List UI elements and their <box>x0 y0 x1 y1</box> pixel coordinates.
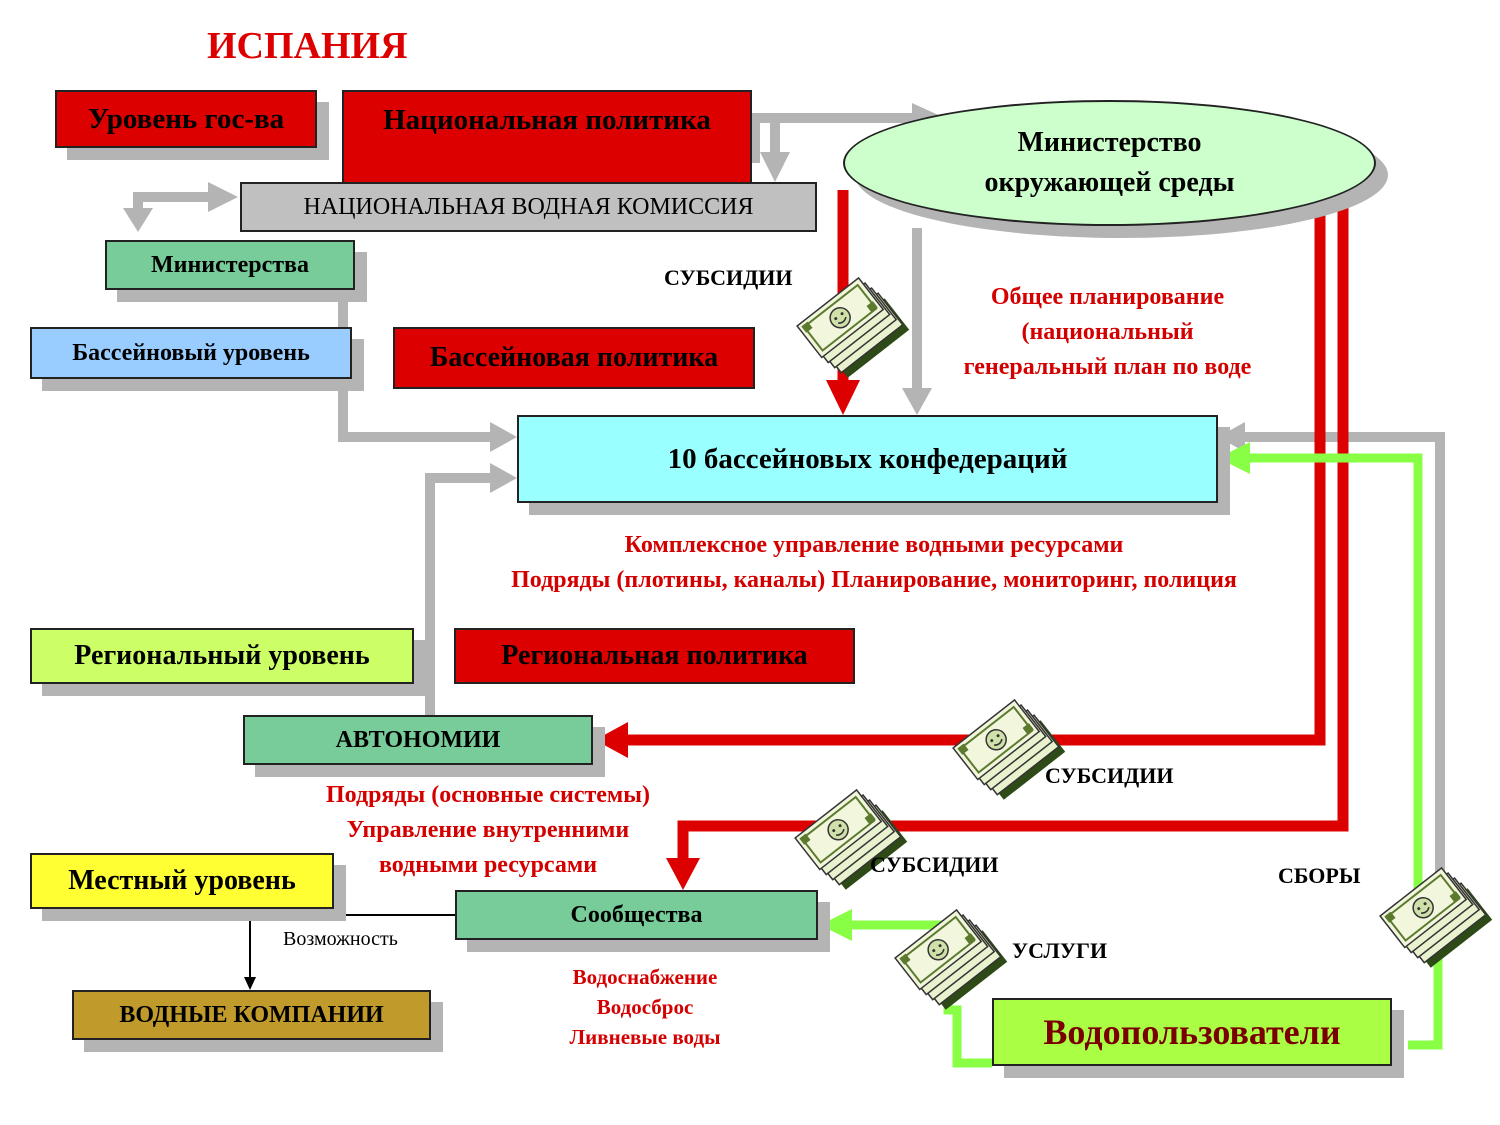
communities-box: Сообщества <box>455 890 818 940</box>
autonomies-note: Подряды (основные системы) Управление вн… <box>288 778 688 883</box>
water-companies-box: ВОДНЫЕ КОМПАНИИ <box>72 990 431 1040</box>
grey-arrowhead <box>123 208 153 232</box>
grey-arrowhead <box>208 182 238 212</box>
page-title: ИСПАНИЯ <box>207 25 408 67</box>
communities-note-line: Водоснабжение <box>572 965 718 989</box>
grey-flow-fees-to-confed <box>1242 432 1445 890</box>
red-flow-ministry-to-autonomies <box>625 213 1326 746</box>
confederations-note-line: Комплексное управление водными ресурсами <box>624 532 1124 558</box>
green-flow-users-to-communities <box>848 920 992 1068</box>
red-arrowhead <box>826 380 860 415</box>
red-flow-ministry-to-communities <box>677 203 1349 862</box>
confederations-note: Комплексное управление водными ресурсами… <box>434 528 1314 598</box>
autonomies-note-line: водными ресурсами <box>378 852 598 878</box>
regional-policy-box: Региональная политика <box>454 628 855 684</box>
planning-note: Общее планирование (национальный генерал… <box>925 280 1290 385</box>
level-regional-box: Региональный уровень <box>30 628 414 684</box>
planning-note-line: (национальный <box>1021 319 1194 345</box>
planning-note-line: Общее планирование <box>990 284 1225 310</box>
planning-note-line: генеральный план по воде <box>963 354 1252 380</box>
level-state-box: Уровень гос-ва <box>55 90 317 148</box>
subsidies-label-top: СУБСИДИИ <box>664 265 793 290</box>
money-stack-icon <box>796 272 911 384</box>
ministry-environment-ellipse: Министерство окружающей среды <box>843 100 1376 226</box>
services-label: УСЛУГИ <box>1012 938 1108 963</box>
money-stack-icon <box>794 784 909 896</box>
grey-arrowhead <box>490 422 517 452</box>
grey-flow-national-to-ministry <box>750 113 915 163</box>
communities-note-line: Ливневые воды <box>569 1025 721 1049</box>
water-users-box: Водопользователи <box>992 998 1392 1066</box>
fees-label: СБОРЫ <box>1278 863 1361 888</box>
communities-note-line: Водосброс <box>596 995 694 1019</box>
basin-confederations-box: 10 бассейновых конфедераций <box>517 415 1218 503</box>
autonomies-note-line: Подряды (основные системы) <box>325 782 651 808</box>
autonomies-note-line: Управление внутренними <box>346 817 630 843</box>
grey-arrowhead <box>490 463 517 493</box>
possibility-label: Возможность <box>283 928 398 950</box>
basin-policy-box: Бассейновая политика <box>393 327 755 389</box>
green-arrowhead <box>1218 442 1250 474</box>
money-stack-icon <box>1379 862 1494 974</box>
communities-note: Водоснабжение Водосброс Ливневые воды <box>540 962 750 1052</box>
autonomies-box: АВТОНОМИИ <box>243 715 593 765</box>
level-basin-box: Бассейновый уровень <box>30 327 352 379</box>
possibility-link <box>249 914 455 980</box>
national-water-commission-box: НАЦИОНАЛЬНАЯ ВОДНАЯ КОМИССИЯ <box>240 182 817 232</box>
grey-arrowhead <box>760 152 790 182</box>
grey-flow-commission-to-ministries <box>133 192 215 213</box>
ministry-environment-line2: окружающей среды <box>984 167 1235 198</box>
red-arrowhead <box>666 858 700 890</box>
green-arrowhead <box>820 909 852 941</box>
subsidies-label-communities: СУБСИДИИ <box>870 852 999 877</box>
ministries-box: Министерства <box>105 240 355 290</box>
red-arrowhead <box>595 722 628 758</box>
ministry-environment-line1: Министерство <box>1017 127 1202 158</box>
grey-flow-autonomies-to-confed <box>425 473 498 715</box>
level-local-box: Местный уровень <box>30 853 334 909</box>
black-arrowhead <box>244 977 256 990</box>
grey-arrowhead <box>1218 422 1245 452</box>
confederations-note-line: Подряды (плотины, каналы) Планирование, … <box>511 567 1237 593</box>
grey-arrowhead <box>902 388 932 415</box>
national-policy-box: Национальная политика <box>342 90 752 186</box>
subsidies-label-autonomies: СУБСИДИИ <box>1045 763 1174 788</box>
